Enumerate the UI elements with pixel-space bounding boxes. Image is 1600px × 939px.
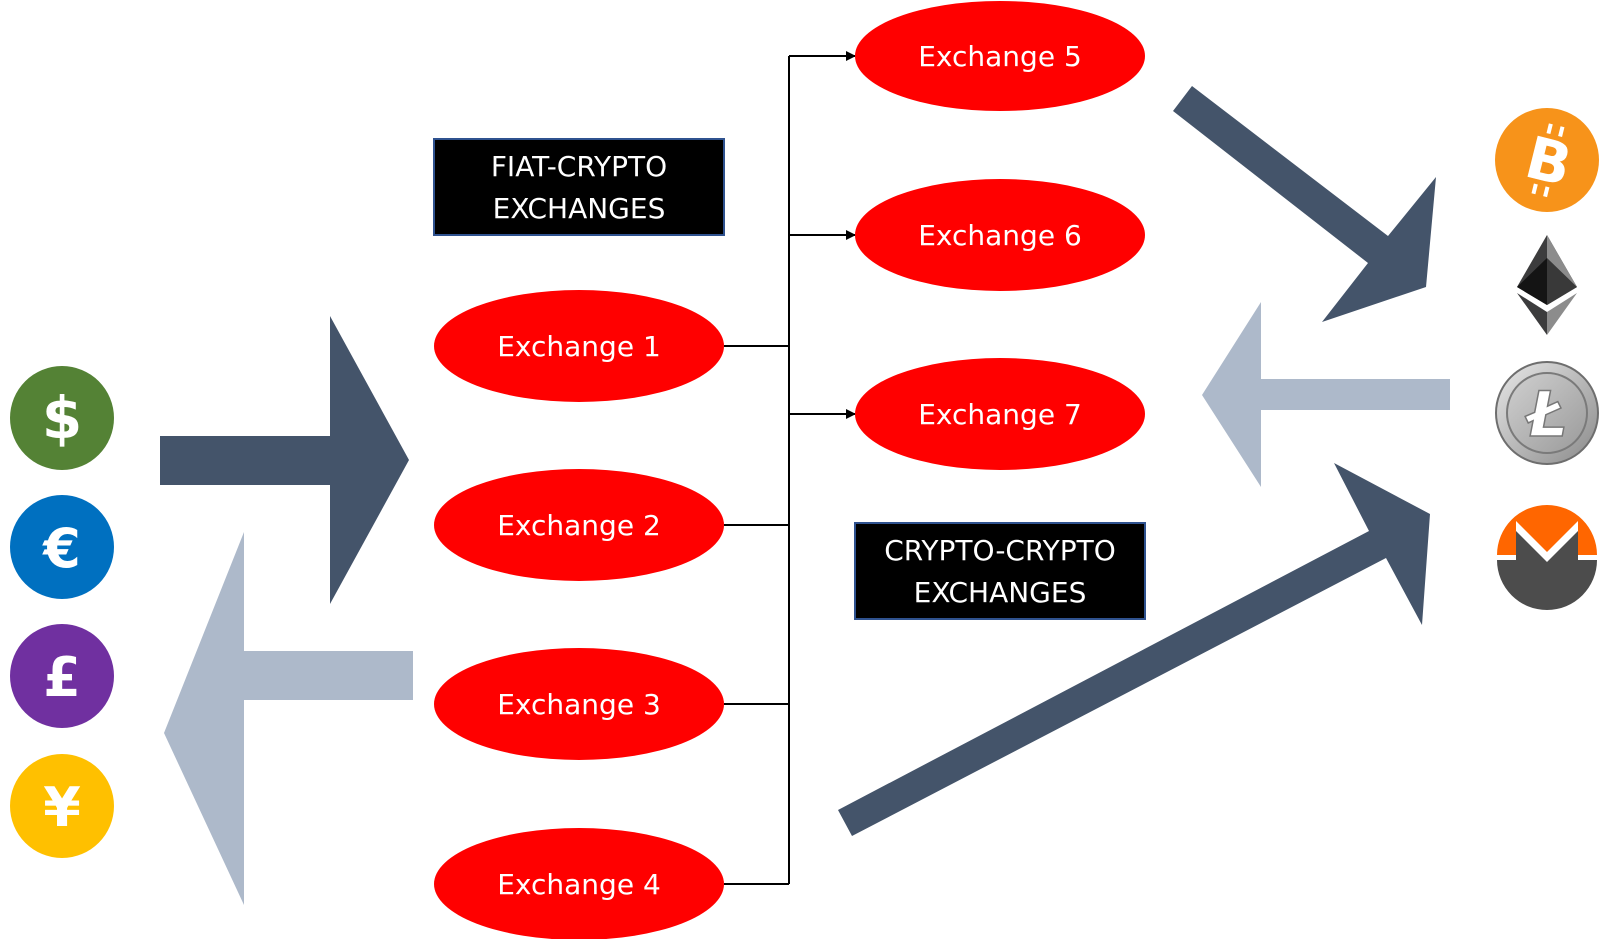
exchange-node-label: Exchange 1 — [497, 330, 661, 363]
exchange-node-6[interactable]: Exchange 6 — [855, 179, 1145, 291]
svg-text:€: € — [41, 517, 81, 580]
exchange-node-label: Exchange 7 — [918, 398, 1082, 431]
flow-arrow-crypto-to-exchanges — [1202, 302, 1450, 487]
svg-text:$: $ — [42, 384, 82, 452]
exchange-node-label: Exchange 2 — [497, 509, 661, 542]
fiat-crypto-label-line-2: EXCHANGES — [493, 192, 666, 225]
litecoin-icon: Ł — [1495, 361, 1599, 465]
euro-icon: € — [10, 495, 114, 599]
crypto-crypto-label-line-1: CRYPTO-CRYPTO — [884, 534, 1116, 567]
exchange-node-label: Exchange 6 — [918, 219, 1082, 252]
connector-lines — [724, 51, 856, 885]
fiat-crypto-label-box: FIAT-CRYPTO EXCHANGES — [433, 138, 725, 236]
pound-icon: £ — [10, 624, 114, 728]
exchange-node-label: Exchange 3 — [497, 688, 661, 721]
yen-icon: ¥ — [10, 754, 114, 858]
exchange-node-3[interactable]: Exchange 3 — [434, 648, 724, 760]
dollar-icon: $ — [10, 366, 114, 470]
ethereum-icon — [1517, 235, 1577, 335]
bitcoin-icon: B — [1495, 108, 1599, 212]
svg-text:¥: ¥ — [43, 776, 81, 839]
exchange-node-5[interactable]: Exchange 5 — [855, 1, 1145, 111]
flow-arrow-fiat-exchanges-to-crypto — [838, 463, 1430, 836]
svg-text:£: £ — [43, 646, 81, 709]
svg-text:Ł: Ł — [1525, 378, 1568, 451]
exchange-node-4[interactable]: Exchange 4 — [434, 828, 724, 939]
exchange-node-1[interactable]: Exchange 1 — [434, 290, 724, 402]
exchange-node-label: Exchange 4 — [497, 868, 661, 901]
fiat-crypto-label-line-1: FIAT-CRYPTO — [491, 150, 667, 183]
exchange-node-7[interactable]: Exchange 7 — [855, 358, 1145, 470]
exchange-node-2[interactable]: Exchange 2 — [434, 469, 724, 581]
crypto-crypto-label-line-2: EXCHANGES — [914, 576, 1087, 609]
exchange-node-label: Exchange 5 — [918, 40, 1082, 73]
flow-arrow-exchanges-to-crypto — [1173, 86, 1436, 322]
flow-arrow-fiat-to-exchanges — [160, 316, 409, 604]
crypto-crypto-label-box: CRYPTO-CRYPTO EXCHANGES — [854, 522, 1146, 620]
monero-icon — [1497, 505, 1597, 610]
flow-arrow-exchanges-to-fiat — [164, 532, 413, 905]
